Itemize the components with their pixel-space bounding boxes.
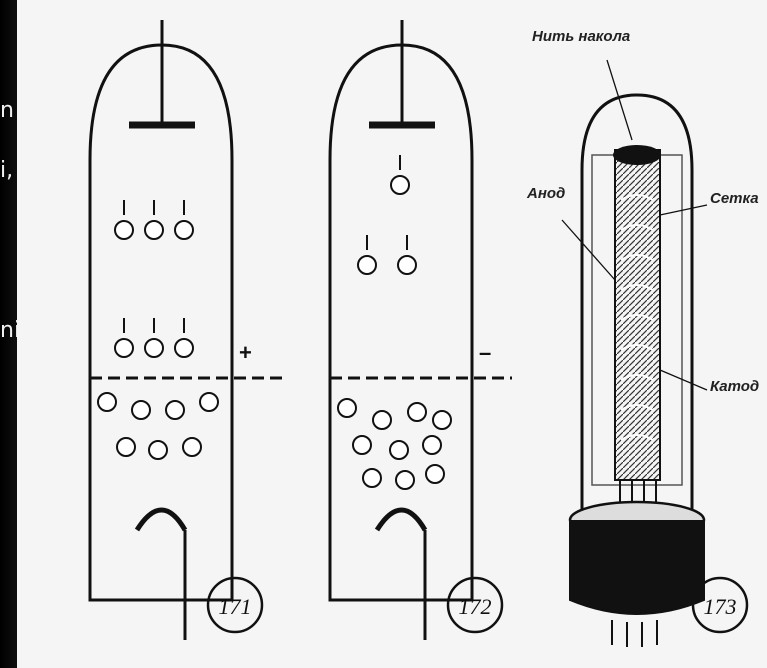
tube-diagram-image: + 171 – 172	[17, 0, 767, 668]
figure-number-173: 173	[704, 594, 737, 619]
label-filament: Нить накола	[532, 28, 630, 45]
polarity-sign-172: –	[479, 340, 491, 365]
label-grid: Сетка	[710, 190, 759, 207]
polarity-sign-171: +	[239, 340, 252, 365]
tube-173	[562, 60, 707, 647]
tube-172	[330, 20, 512, 640]
label-anode: Анод	[527, 185, 565, 202]
tube-171	[90, 20, 287, 640]
figure-number-172: 172	[459, 594, 492, 619]
tube-diagrams-svg: + 171 – 172	[17, 0, 767, 668]
clipped-text-1: n	[0, 98, 14, 123]
electrons-172	[338, 155, 451, 489]
electrons-171	[98, 200, 218, 459]
figure-number-171: 171	[219, 594, 252, 619]
label-cathode: Катод	[710, 378, 759, 395]
clipped-text-2: i,	[0, 158, 13, 183]
